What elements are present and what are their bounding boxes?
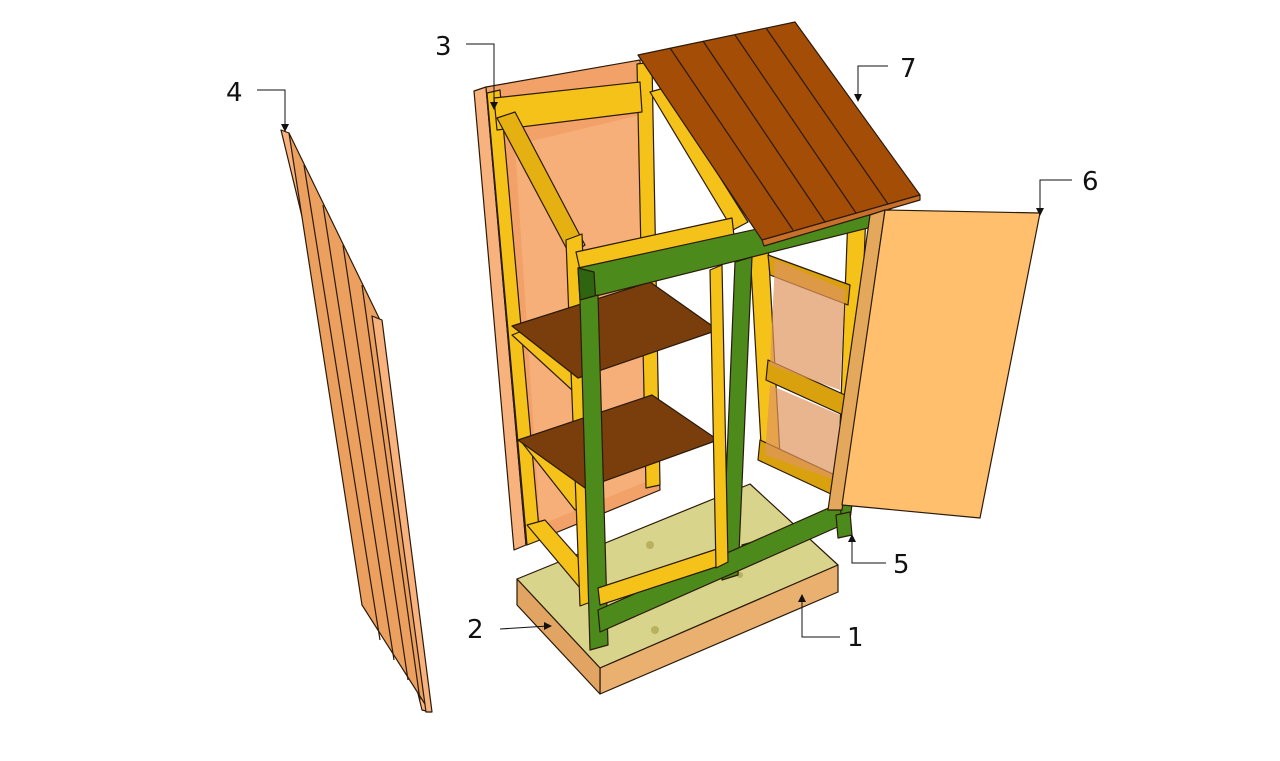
callout-label: 3	[435, 32, 452, 62]
roof	[637, 21, 921, 247]
callout-3: 3	[435, 32, 498, 110]
callout-2: 2	[467, 615, 552, 645]
door	[827, 209, 1041, 519]
callout-label: 4	[226, 78, 243, 108]
callout-5: 5	[848, 534, 910, 580]
callout-1: 1	[798, 594, 864, 653]
door-panel	[841, 209, 1041, 519]
base-left-side	[516, 578, 601, 695]
callout-label: 2	[467, 615, 484, 645]
callout-label: 1	[847, 623, 864, 653]
callout-7: 7	[854, 54, 917, 102]
callout-label: 6	[1082, 167, 1099, 197]
side-wall-panel	[280, 129, 433, 713]
callout-label: 7	[900, 54, 917, 84]
callout-label: 5	[893, 550, 910, 580]
callout-4: 4	[226, 78, 289, 132]
callout-6: 6	[1036, 167, 1099, 216]
